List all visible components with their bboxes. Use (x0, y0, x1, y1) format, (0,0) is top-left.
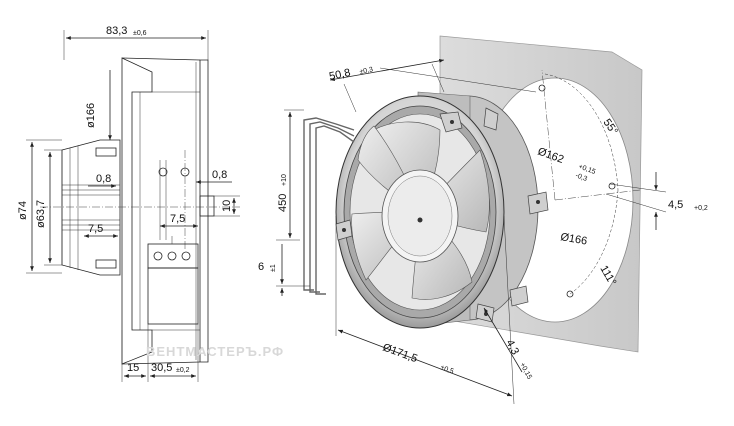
terminal-depth-tol: ±0,2 (176, 367, 190, 374)
motor-diameter-label: ø74 (17, 201, 29, 220)
hole-size-tol: +0,2 (694, 205, 708, 212)
depth-tol: ±0,3 (359, 66, 374, 76)
terminal-offset-label: 7,5 (170, 213, 185, 225)
terminal-height-label: 10 (221, 200, 233, 212)
lead-length-tol: +10 (281, 174, 288, 186)
gap-right-label: 0,8 (212, 169, 227, 181)
depth-value: 50,8 (328, 67, 351, 83)
hub-diameter-label: ø166 (85, 103, 97, 128)
flange-width-label: 15 (127, 362, 139, 374)
overall-depth-tol: ±0,6 (133, 30, 147, 37)
outer-diameter-value: Ø171,5 (381, 342, 419, 366)
hole-size-value: 4,5 (668, 199, 683, 211)
watermark: ВЕНТМАСТЕРЪ.РФ (146, 344, 284, 359)
cutout-diameter-label: Ø166 (559, 231, 588, 247)
lead-strip-value: 6 (258, 261, 264, 273)
fan-perspective: 50,8 ±0,3 (258, 58, 549, 405)
mount-hole-tol: +0,15 (518, 362, 533, 381)
overall-depth-value: 83,3 (106, 25, 127, 37)
inner-diameter-label: ø63,7 (35, 200, 47, 228)
mount-hole-value: 4,3 (503, 338, 521, 357)
bolt-circle-tol-down: -0,3 (574, 172, 588, 183)
lead-length-value: 450 (277, 194, 289, 212)
terminal-depth-value: 30,5 (151, 362, 172, 374)
outer-diameter-tol: ±0,5 (439, 364, 454, 375)
lead-strip-tol: ±1 (270, 264, 277, 272)
left-offset-label: 7,5 (88, 223, 103, 235)
side-view: 83,3 ±0,6 ø166 ø74 (17, 25, 240, 382)
gap-left-label: 0,8 (96, 173, 111, 185)
